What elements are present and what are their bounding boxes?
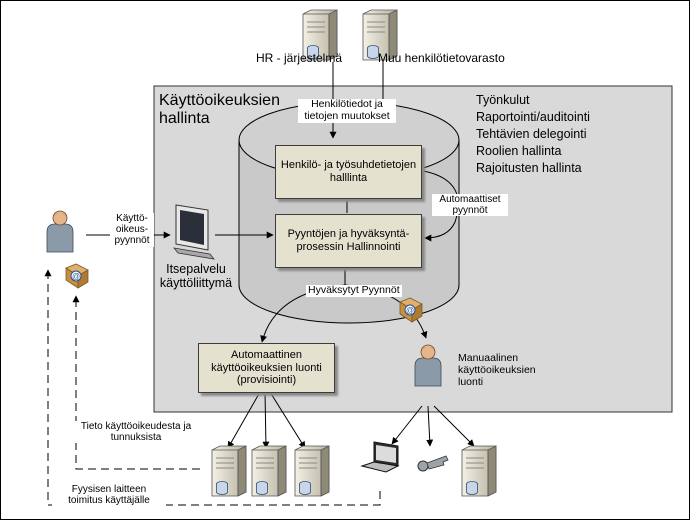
functions-list: Työnkulut Raportointi/auditointi Tehtävi… bbox=[476, 92, 590, 177]
request-management-box: Pyyntöjen ja hyväksyntä-prosessin Hallin… bbox=[275, 214, 422, 268]
person-management-box: Henkilö- ja työsuhdetietojen halllinta bbox=[275, 145, 422, 199]
arrow-to-server-3 bbox=[269, 391, 306, 449]
other-source-label: Muu henkilötietovarasto bbox=[378, 51, 505, 65]
target-server-4-icon bbox=[461, 445, 497, 497]
access-info-label: Tieto käyttöoikeudesta ja tunnuksista bbox=[72, 421, 200, 444]
auto-provision-box: Automaattinen käyttöoikeuksien luonti (p… bbox=[198, 343, 335, 393]
arrow-to-laptop bbox=[391, 405, 423, 445]
manual-provision-label: Manuaalinen käyttöoikeuksien luonti bbox=[458, 352, 536, 388]
physical-delivery-label: Fyysisen laitteen toimitus käyttäjälle bbox=[52, 484, 166, 507]
target-server-3-icon bbox=[294, 445, 330, 497]
function-item: Raportointi/auditointi bbox=[476, 110, 590, 124]
arrow-to-server-4 bbox=[433, 405, 475, 447]
arrow-to-server-1 bbox=[227, 391, 261, 449]
arrow-to-key bbox=[426, 405, 434, 447]
target-server-1-icon bbox=[211, 445, 247, 497]
hr-system-label: HR - järjestelmä bbox=[256, 51, 343, 65]
access-requests-label: Käyttö-oikeus-pyynnöt bbox=[110, 213, 154, 247]
area-title: Käyttöoikeuksien hallinta bbox=[159, 92, 280, 128]
dashed-access-info bbox=[72, 295, 200, 470]
function-item: Roolien hallinta bbox=[476, 144, 562, 158]
email-envelope-icon bbox=[65, 263, 89, 289]
arrow-auto-requests bbox=[417, 169, 459, 242]
user-person-icon bbox=[46, 210, 74, 253]
laptop-icon bbox=[360, 441, 400, 473]
auto-requests-label: Automaattiset pyynnöt bbox=[432, 194, 508, 217]
function-item: Rajoitusten hallinta bbox=[476, 161, 582, 175]
monitor-icon bbox=[173, 204, 215, 260]
arrow-to-server-2 bbox=[262, 391, 270, 449]
function-item: Tehtävien delegointi bbox=[476, 127, 587, 141]
key-icon bbox=[417, 455, 449, 472]
self-service-label: Itsepalvelu käyttöliittymä bbox=[159, 262, 233, 290]
person-data-flow-label: Henkilötiedot ja tietojen muutokset bbox=[298, 98, 396, 123]
target-server-2-icon bbox=[251, 445, 287, 497]
function-item: Työnkulut bbox=[476, 93, 530, 107]
approved-requests-label: Hyväksytyt Pyynnöt bbox=[306, 284, 402, 297]
dashed-physical-delivery bbox=[44, 269, 381, 506]
